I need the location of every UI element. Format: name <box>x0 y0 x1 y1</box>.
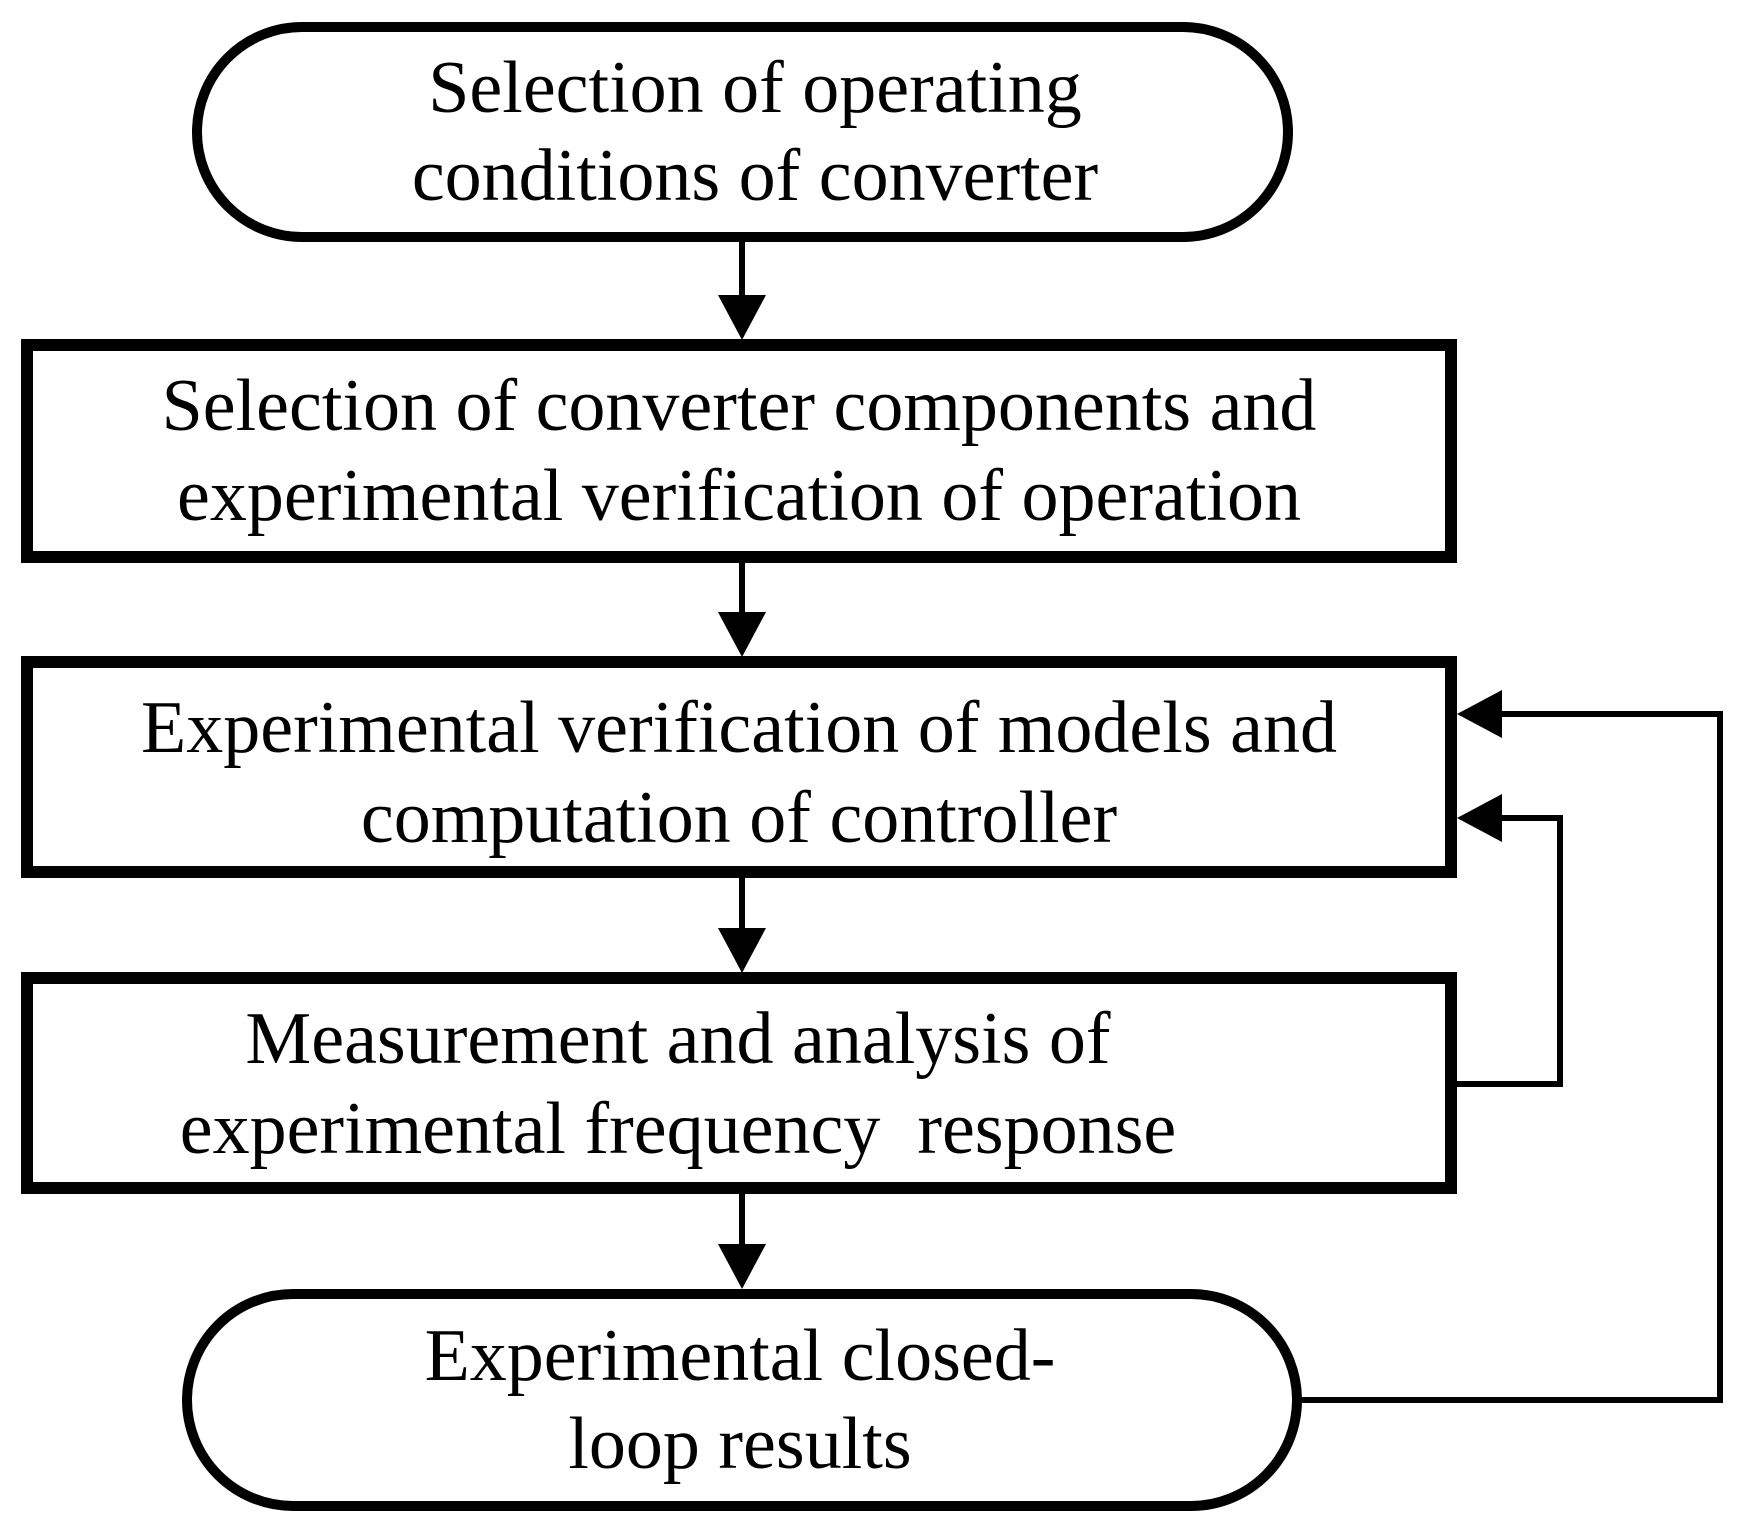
arrow-down-icon <box>718 1244 766 1289</box>
arrow-left-icon <box>1457 690 1502 738</box>
node-frequency-response: Measurement and analysis of experimental… <box>21 972 1457 1194</box>
node-label-line: Selection of operating <box>428 47 1081 129</box>
node-label-line: Experimental closed- <box>425 1315 1056 1397</box>
node-label-line: Experimental verification of models and <box>141 687 1337 769</box>
edge-feedback-frequency-to-models <box>1451 794 1563 1087</box>
edge-feedback-results-to-models <box>1297 690 1723 1403</box>
node-label-line: experimental frequency response <box>180 1088 1177 1170</box>
node-operating-conditions: Selection of operating conditions of con… <box>192 22 1293 242</box>
arrow-left-icon <box>1457 794 1502 842</box>
node-label-line: experimental verification of operation <box>177 455 1301 537</box>
edge-components-to-models <box>718 557 766 657</box>
node-closed-loop-results: Experimental closed- loop results <box>182 1289 1302 1511</box>
node-label-line: loop results <box>568 1403 911 1485</box>
node-model-verification: Experimental verification of models and … <box>21 656 1457 878</box>
edge-operating-to-components <box>718 237 766 340</box>
arrow-down-icon <box>718 612 766 657</box>
node-label-line: conditions of converter <box>412 135 1098 217</box>
process-box <box>21 972 1457 1194</box>
edge-models-to-frequency <box>718 872 766 973</box>
node-label-line: computation of controller <box>361 777 1117 859</box>
arrow-down-icon <box>718 928 766 973</box>
arrow-down-icon <box>718 295 766 340</box>
node-components-selection: Selection of converter components and ex… <box>21 339 1457 563</box>
process-box <box>21 339 1457 563</box>
process-box <box>21 656 1457 878</box>
connector-line <box>1451 815 1563 1087</box>
node-label-line: Selection of converter components and <box>162 365 1317 447</box>
connector-line <box>1297 711 1723 1403</box>
edge-frequency-to-results <box>718 1188 766 1289</box>
node-label-line: Measurement and analysis of <box>245 998 1110 1080</box>
